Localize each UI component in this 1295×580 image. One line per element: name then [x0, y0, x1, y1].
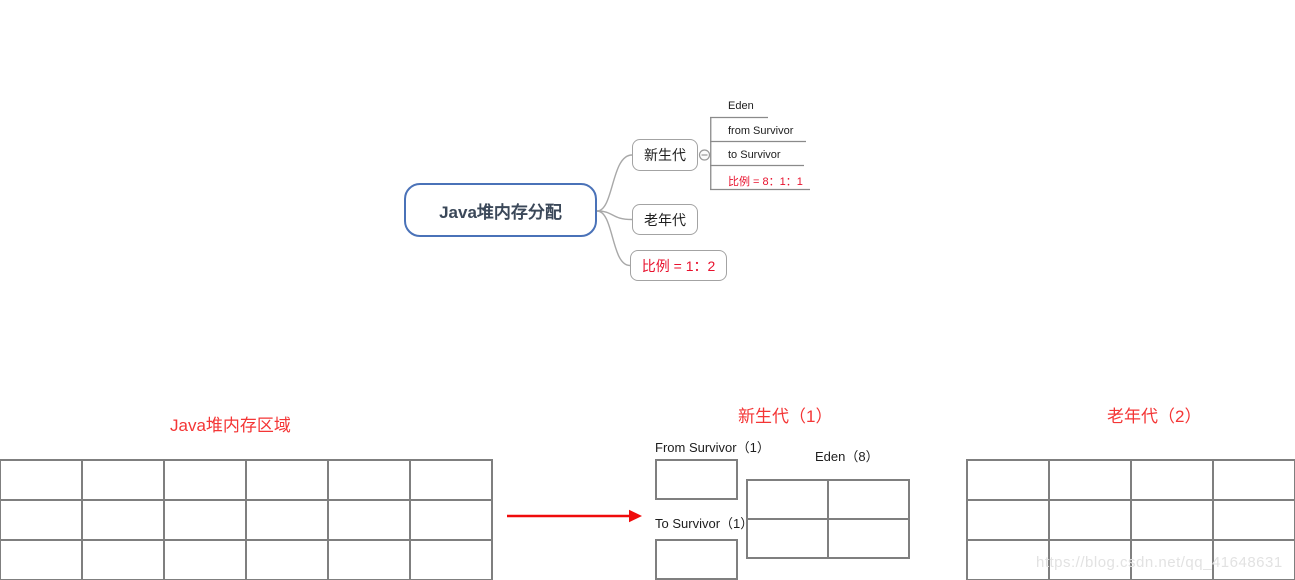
grid-cell	[829, 481, 910, 520]
grid-cell	[329, 501, 411, 541]
grid-cell	[1050, 501, 1132, 541]
mindmap-subtopic-to-survivor[interactable]: to Survivor	[728, 149, 781, 161]
young-gen-title: 新生代（1）	[738, 407, 833, 426]
grid-cell	[1214, 461, 1295, 501]
old-gen-title: 老年代（2）	[1107, 407, 1202, 426]
grid-cell	[83, 461, 165, 501]
grid-cell	[1050, 541, 1132, 580]
to-survivor-label: To Survivor（1）	[655, 516, 754, 531]
mindmap-subtopic-from-survivor[interactable]: from Survivor	[728, 125, 794, 137]
collapse-minus-icon[interactable]	[698, 149, 711, 161]
flow-arrow-icon	[507, 509, 642, 523]
eden-grid	[746, 479, 910, 559]
from-survivor-label: From Survivor（1）	[655, 440, 770, 455]
grid-cell	[1, 501, 83, 541]
grid-cell	[748, 481, 829, 520]
mindmap-subtopic-eden[interactable]: Eden	[728, 100, 754, 112]
grid-cell	[165, 461, 247, 501]
branch-line-old	[596, 210, 633, 221]
from-survivor-box	[655, 459, 738, 500]
grid-cell	[83, 541, 165, 580]
grid-cell	[968, 501, 1050, 541]
grid-cell	[1214, 541, 1295, 580]
grid-cell	[1, 461, 83, 501]
grid-cell	[748, 520, 829, 559]
branch-line-ratio	[596, 210, 631, 267]
watermark-text: https://blog.csdn.net/qq_41648631	[1036, 554, 1283, 571]
grid-cell	[247, 541, 329, 580]
to-survivor-box	[655, 539, 738, 580]
grid-cell	[247, 501, 329, 541]
grid-cell	[247, 461, 329, 501]
grid-cell	[1, 541, 83, 580]
heap-memory-grid	[0, 459, 493, 580]
grid-cell	[329, 541, 411, 580]
mindmap-subtopic-ratio[interactable]: 比例 = 8：1：1	[728, 176, 803, 188]
grid-cell	[411, 541, 493, 580]
grid-cell	[829, 520, 910, 559]
grid-cell	[968, 461, 1050, 501]
mindmap-topic-ratio[interactable]: 比例 = 1：2	[630, 250, 727, 281]
mindmap-topic-old-gen[interactable]: 老年代	[632, 204, 698, 235]
grid-cell	[329, 461, 411, 501]
grid-cell	[411, 501, 493, 541]
mindmap-topic-young-gen[interactable]: 新生代	[632, 139, 698, 171]
grid-cell	[83, 501, 165, 541]
mindmap-root-topic[interactable]: Java堆内存分配	[404, 183, 597, 237]
grid-cell	[1132, 461, 1214, 501]
eden-label: Eden（8）	[815, 449, 879, 464]
grid-cell	[165, 541, 247, 580]
heap-region-title: Java堆内存区域	[170, 416, 291, 435]
grid-cell	[1132, 501, 1214, 541]
grid-cell	[165, 501, 247, 541]
grid-cell	[1132, 541, 1214, 580]
grid-cell	[1050, 461, 1132, 501]
old-gen-grid	[966, 459, 1295, 580]
grid-cell	[411, 461, 493, 501]
grid-cell	[1214, 501, 1295, 541]
branch-line-young	[596, 154, 633, 212]
